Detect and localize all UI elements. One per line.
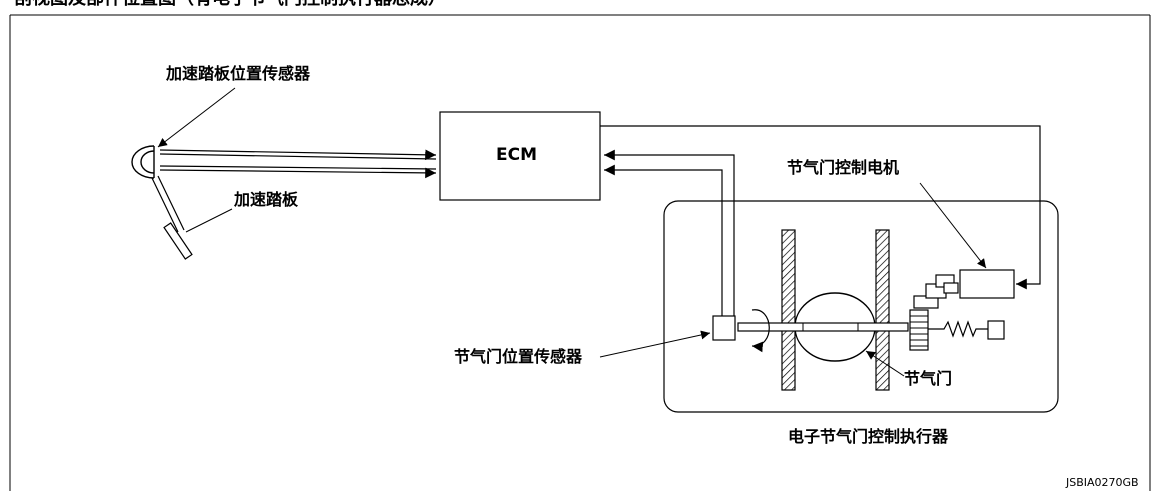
throttle-valve-leader (865, 350, 905, 377)
motor-control-line (600, 125, 1041, 290)
throttle-motor-leader (919, 182, 987, 269)
rotation-arrow (751, 309, 770, 353)
ecm-box (439, 111, 601, 201)
accel-pedal-leader (185, 208, 233, 233)
bore-wall-right (875, 229, 890, 391)
throttle-valve-label: 节气门 (904, 369, 952, 388)
tps-signal-line-2 (604, 149, 735, 316)
actuator-label: 电子节气门控制执行器 (788, 427, 949, 446)
throttle-shaft (737, 322, 909, 332)
tps-leader (599, 330, 711, 358)
pedal-signal-line-1 (159, 149, 437, 161)
throttle-motor-label: 节气门控制电机 (787, 158, 899, 177)
header-text: 剖视图及部件位置图（有电子节气门控制执行器总成） (14, 0, 446, 9)
return-spring (928, 320, 988, 338)
accel-pedal (151, 175, 193, 260)
spring-stop (987, 320, 1005, 340)
pedal-signal-line-1b (159, 153, 437, 160)
accel-pedal-sensor-label: 加速踏板位置传感器 (165, 64, 311, 83)
throttle-motor (959, 269, 1015, 299)
pedal-signal-line-2b (159, 165, 437, 170)
pedal-signal-line-2 (159, 167, 437, 179)
actuator-box (663, 200, 1059, 413)
gear-train (909, 274, 959, 351)
accel-pedal-sensor-leader (157, 87, 236, 148)
throttle-position-sensor (712, 315, 736, 341)
accel-pedal-label: 加速踏板 (233, 190, 299, 209)
figure-code: JSBIA0270GB (1065, 476, 1139, 489)
bore-wall-left (781, 229, 796, 391)
ecm-label: ECM (496, 145, 537, 165)
accel-pedal-sensor (131, 145, 155, 179)
tps-signal-line-1 (604, 164, 723, 316)
tps-label: 节气门位置传感器 (454, 347, 583, 366)
